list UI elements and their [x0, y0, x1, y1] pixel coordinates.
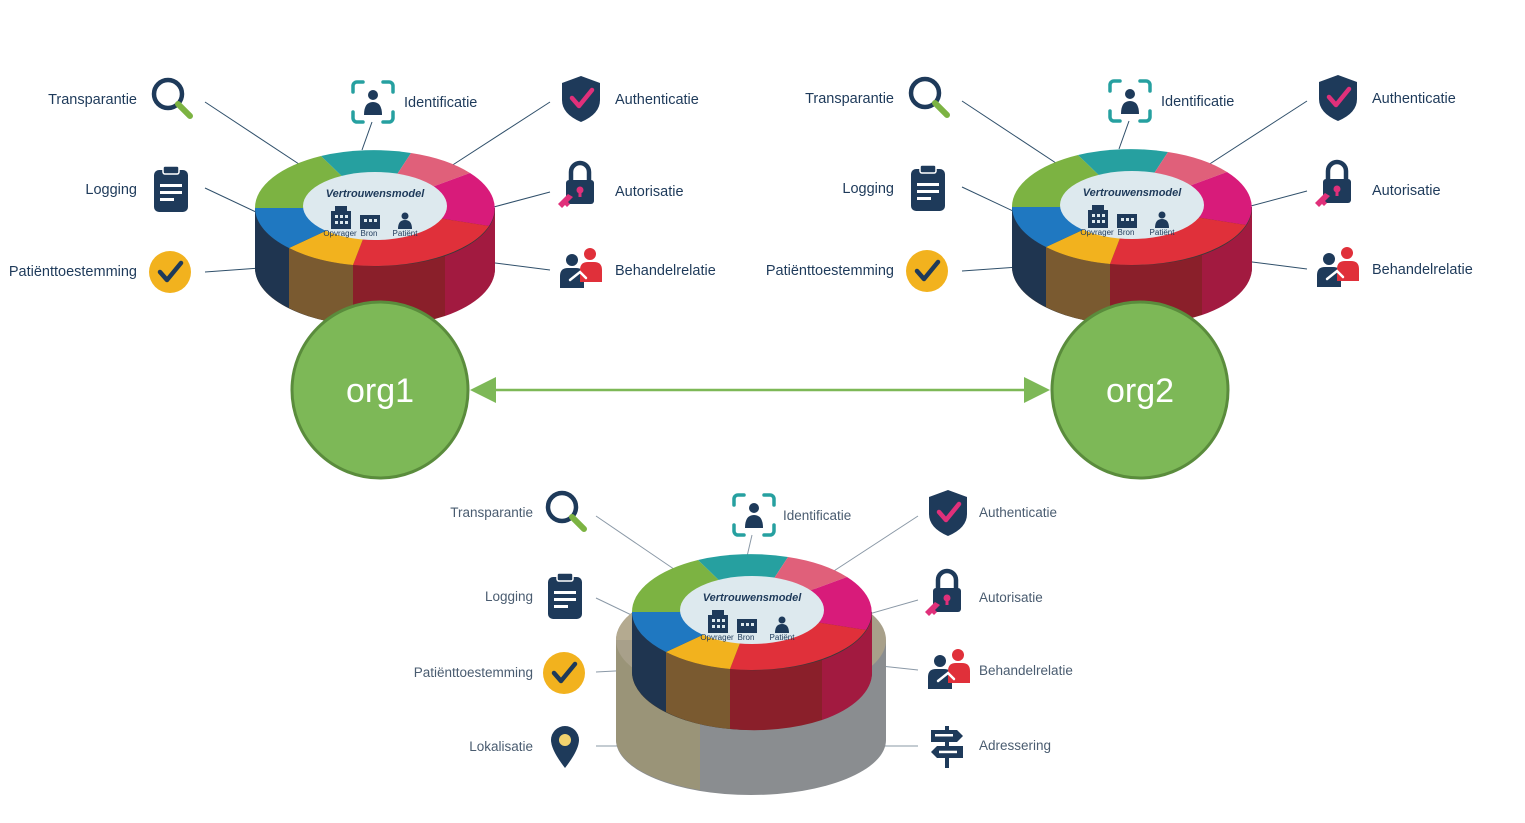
label-authenticatie: Authenticatie	[615, 92, 699, 108]
magnifier-icon	[154, 80, 190, 116]
disc-role-patient: Patiënt	[393, 229, 419, 238]
disc-title: Vertrouwensmodel	[1083, 187, 1183, 199]
handshake-people-icon	[926, 647, 972, 691]
label-patienttoestemming: Patiënttoestemming	[766, 263, 894, 279]
shield-check-icon	[929, 490, 967, 536]
label-identificatie: Identificatie	[404, 95, 477, 111]
label-logging: Logging	[842, 181, 894, 197]
vertrouwensmodel-disc: Vertrouwensmodel Opvrager Bron Patiënt	[631, 554, 873, 731]
label-authenticatie: Authenticatie	[979, 505, 1057, 520]
person-scan-icon	[351, 80, 395, 124]
label-patienttoestemming: Patiënttoestemming	[9, 264, 137, 280]
signpost-icon	[931, 726, 963, 768]
label-autorisatie: Autorisatie	[615, 184, 684, 200]
label-identificatie: Identificatie	[783, 508, 851, 523]
org1-node: org1	[290, 300, 470, 480]
disc-title: Vertrouwensmodel	[703, 592, 803, 604]
disc-title: Vertrouwensmodel	[326, 188, 426, 200]
disc-role-bron: Bron	[738, 633, 755, 642]
clipboard-icon	[153, 165, 189, 213]
label-autorisatie: Autorisatie	[1372, 183, 1441, 199]
handshake-people-icon	[558, 246, 604, 290]
location-pin-icon	[551, 726, 579, 768]
padlock-key-icon	[925, 571, 961, 616]
label-patienttoestemming: Patiënttoestemming	[414, 665, 533, 680]
org1-label: org1	[346, 372, 414, 410]
label-logging: Logging	[485, 589, 533, 604]
handshake-people-icon	[1315, 245, 1361, 289]
connection-arrow	[470, 377, 1050, 403]
label-adressering: Adressering	[979, 738, 1051, 753]
checkmark-circle-icon	[543, 652, 585, 694]
label-identificatie: Identificatie	[1161, 94, 1234, 110]
clipboard-icon	[547, 572, 583, 620]
label-behandelrelatie: Behandelrelatie	[979, 663, 1073, 678]
org2-label: org2	[1106, 372, 1174, 410]
person-scan-icon	[732, 493, 776, 537]
padlock-key-icon	[1315, 162, 1351, 207]
checkmark-circle-icon	[149, 251, 191, 293]
org1-group: Vertrouwensmodel Opvrager Bron Patiënt o…	[9, 76, 716, 480]
disc-role-bron: Bron	[1118, 228, 1135, 237]
disc-role-opvrager: Opvrager	[700, 633, 734, 642]
disc-role-bron: Bron	[361, 229, 378, 238]
org2-node: org2	[1050, 300, 1230, 480]
shield-check-icon	[562, 76, 600, 122]
extended-model-group: Vertrouwensmodel Opvrager Bron Patiënt T…	[414, 490, 1073, 795]
label-autorisatie: Autorisatie	[979, 590, 1043, 605]
label-lokalisatie: Lokalisatie	[469, 739, 533, 754]
label-transparantie: Transparantie	[805, 91, 894, 107]
checkmark-circle-icon	[906, 250, 948, 292]
disc-role-patient: Patiënt	[770, 633, 796, 642]
vertrouwensmodel-disc: Vertrouwensmodel Opvrager Bron Patiënt	[1011, 149, 1253, 326]
label-transparantie: Transparantie	[450, 505, 533, 520]
disc-role-opvrager: Opvrager	[1080, 228, 1114, 237]
label-behandelrelatie: Behandelrelatie	[615, 263, 716, 279]
shield-check-icon	[1319, 75, 1357, 121]
label-authenticatie: Authenticatie	[1372, 91, 1456, 107]
magnifier-icon	[548, 493, 584, 529]
clipboard-icon	[910, 164, 946, 212]
disc-role-patient: Patiënt	[1150, 228, 1176, 237]
label-behandelrelatie: Behandelrelatie	[1372, 262, 1473, 278]
label-logging: Logging	[85, 182, 137, 198]
disc-role-opvrager: Opvrager	[323, 229, 357, 238]
magnifier-icon	[911, 79, 947, 115]
vertrouwensmodel-disc: Vertrouwensmodel Opvrager Bron Patiënt	[254, 150, 496, 327]
label-transparantie: Transparantie	[48, 92, 137, 108]
padlock-key-icon	[558, 163, 594, 208]
org2-group: Vertrouwensmodel Opvrager Bron Patiënt o…	[766, 75, 1473, 480]
person-scan-icon	[1108, 79, 1152, 123]
